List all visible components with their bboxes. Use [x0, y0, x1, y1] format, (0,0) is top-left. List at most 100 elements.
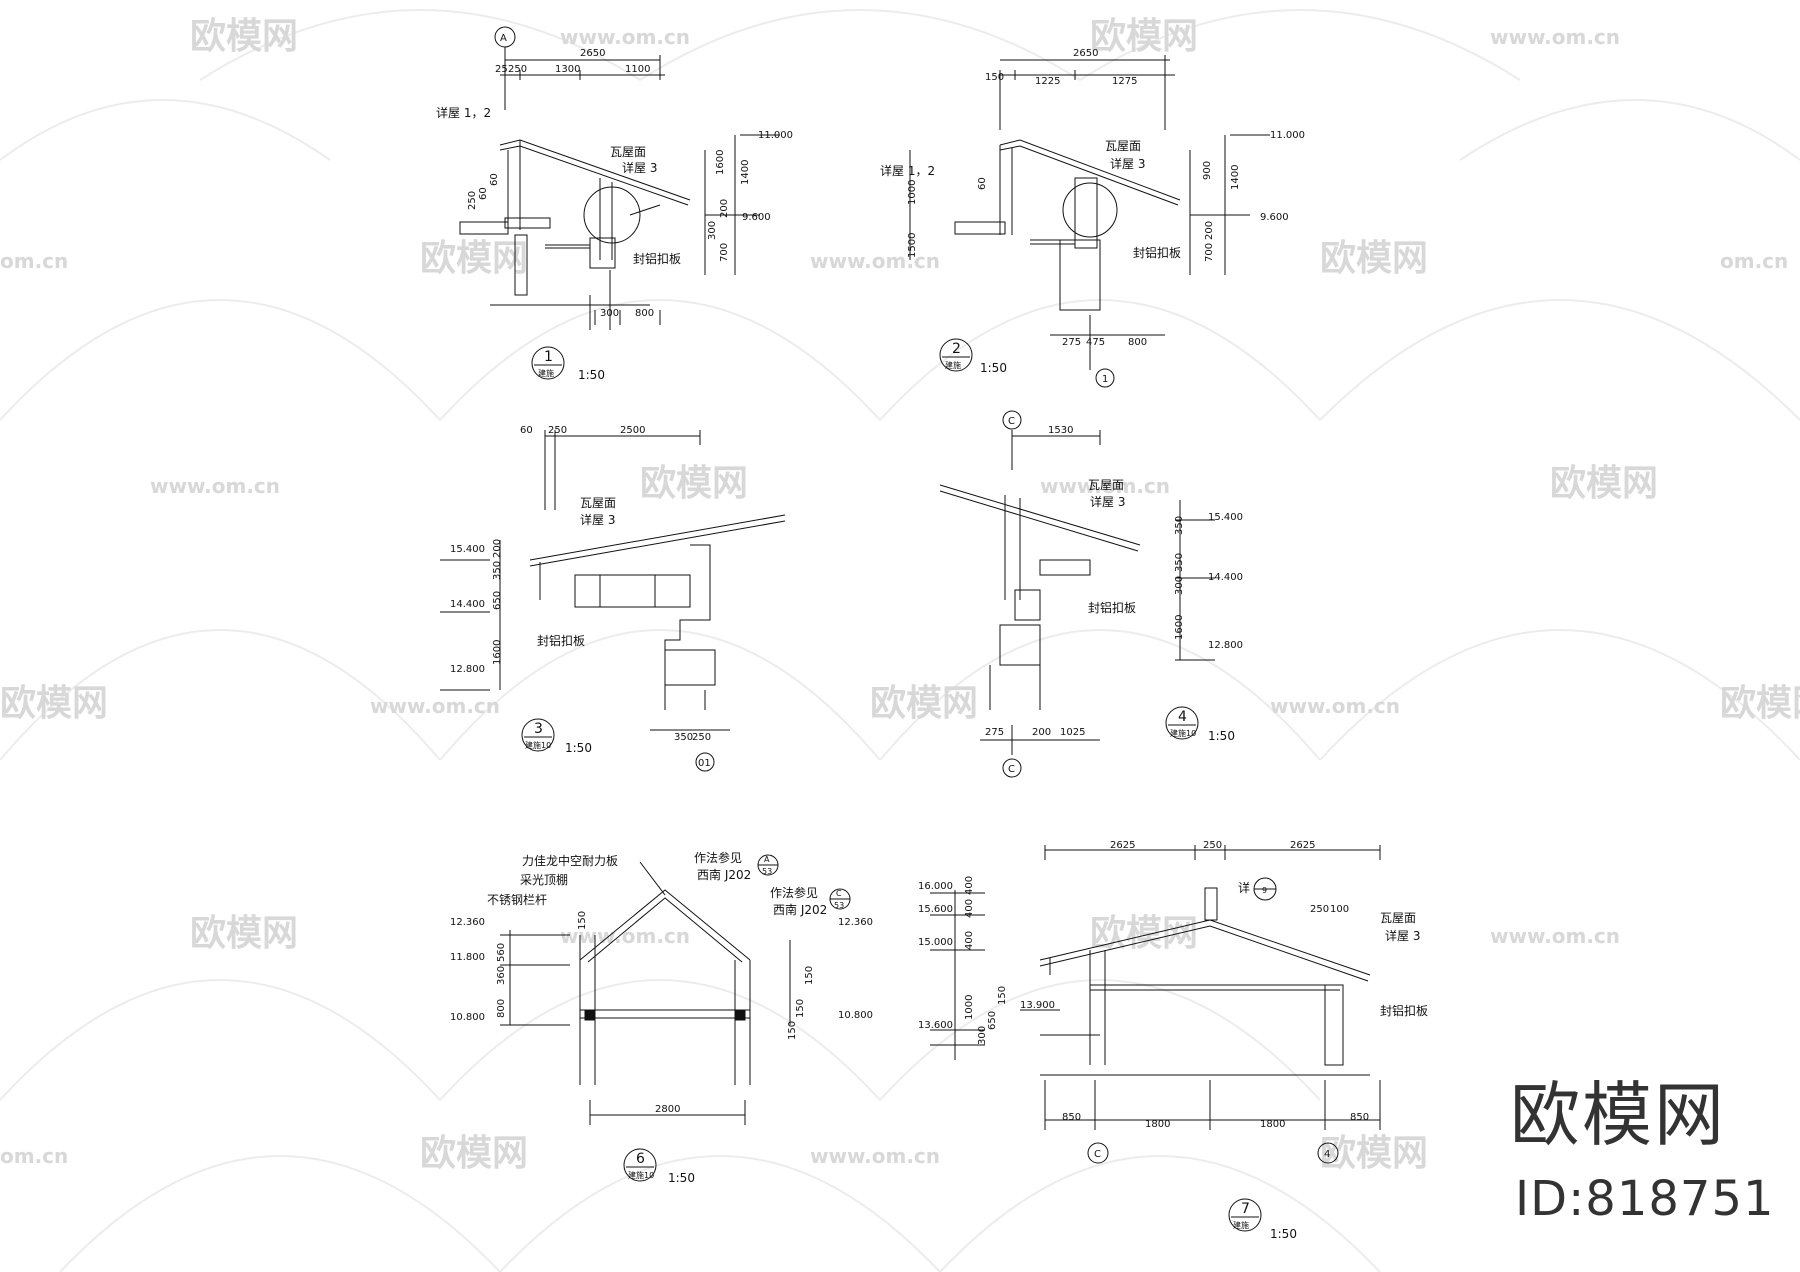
- vdim: 200: [1204, 221, 1215, 240]
- dim: 250: [1203, 840, 1222, 851]
- callout-alu-panel: 封铝扣板: [633, 251, 681, 266]
- vdim: 300: [707, 221, 718, 240]
- callout-tile-roof: 瓦屋面: [1380, 911, 1416, 925]
- level: 13.900: [1020, 1000, 1055, 1011]
- detail-6-text: 力佳龙中空耐力板 采光顶棚 不锈钢栏杆 作法参见 西南 J202 作法参见 西南…: [450, 850, 873, 1185]
- detail-1-text: A 2650 25 250 1300 1100 详屋 1，2 瓦屋面 详屋 3 …: [436, 33, 793, 382]
- callout-detail-3: 详屋 3: [1385, 928, 1420, 943]
- level: 13.600: [918, 1020, 953, 1031]
- detail-2-text: 2650 150 1225 1275 详屋 1，2 瓦屋面 详屋 3 封铝扣板 …: [880, 48, 1305, 385]
- vdim: 150: [997, 986, 1008, 1005]
- detail-scale: 1:50: [980, 361, 1007, 375]
- axis-label: 01: [698, 758, 711, 769]
- watermark-logo: 欧模网: [870, 683, 978, 724]
- detail-number: 2: [952, 341, 961, 357]
- level: 15.400: [450, 544, 485, 555]
- vdim: 150: [787, 1021, 798, 1040]
- vdim: 300: [977, 1026, 988, 1045]
- vdim: 60: [478, 187, 489, 200]
- vdim: 1400: [1230, 165, 1241, 190]
- level: 15.400: [1208, 512, 1243, 523]
- detail-number: 4: [1178, 709, 1187, 725]
- level: 12.360: [838, 917, 873, 928]
- watermark-urls: www.om.cn www.om.cn om.cn www.om.cn om.c…: [0, 25, 1788, 1168]
- ref-number: 9: [1262, 886, 1267, 895]
- detail-7-text: 2625 250 2625 250 100 详 9 瓦屋面 详屋 3 封铝扣板 …: [918, 840, 1428, 1241]
- vdim: 150: [804, 966, 815, 985]
- dim: 475: [1086, 337, 1105, 348]
- dim: 1100: [625, 64, 650, 75]
- dim: 2500: [620, 425, 645, 436]
- detail-number-circle: [531, 346, 565, 380]
- detail-scale: 1:50: [565, 741, 592, 755]
- detail-number-circle: [521, 718, 555, 752]
- axis-label: C: [1008, 764, 1015, 775]
- watermarks: 欧模网 欧模网 欧模网 欧模网 欧模网 欧模网 欧模网 欧模网 欧模网 欧模网 …: [0, 16, 1800, 1174]
- callout-tile-roof: 瓦屋面: [580, 496, 616, 510]
- vdim: 1400: [740, 160, 751, 185]
- detail-4-text: C 1530 瓦屋面 详屋 3 封铝扣板 15.400 14.400 12.80…: [985, 416, 1243, 775]
- vdim: 150: [577, 911, 588, 930]
- detail-number-circle: [623, 1148, 657, 1182]
- level: 15.600: [918, 904, 953, 915]
- vdim: 60: [977, 177, 988, 190]
- callout-pc-board: 力佳龙中空耐力板: [522, 853, 618, 868]
- dim: 800: [1128, 337, 1147, 348]
- ref-letter: A: [764, 855, 770, 864]
- watermark-logo: 欧模网: [420, 238, 528, 279]
- watermark-url: www.om.cn: [1490, 924, 1620, 948]
- detail-2: [909, 55, 1270, 388]
- detail-4: [939, 410, 1215, 778]
- callout-detail-3: 详屋 3: [1090, 494, 1125, 509]
- watermark-url: www.om.cn: [560, 924, 690, 948]
- callout-railing: 不锈钢栏杆: [487, 892, 547, 907]
- level: 16.000: [918, 881, 953, 892]
- level: 10.800: [450, 1012, 485, 1023]
- watermark-url: om.cn: [0, 249, 68, 273]
- level: 11.800: [450, 952, 485, 963]
- watermark-logo: 欧模网: [1320, 238, 1428, 279]
- axis-label: C: [1008, 416, 1015, 427]
- level: 9.600: [1260, 212, 1289, 223]
- watermark-logo: 欧模网: [190, 913, 298, 954]
- brand-id: ID:818751: [1515, 1171, 1775, 1227]
- axis-bubble: [1317, 1142, 1339, 1164]
- watermark-logo: 欧模网: [1090, 913, 1198, 954]
- watermark-logo: 欧模网: [1720, 683, 1800, 724]
- vdim: 700: [719, 243, 730, 262]
- level: 9.600: [742, 212, 771, 223]
- detail-3-text: 60 250 2500 瓦屋面 详屋 3 封铝扣板 15.400 14.400 …: [450, 425, 711, 769]
- watermark-url: www.om.cn: [1270, 694, 1400, 718]
- callout-skylight: 采光顶棚: [520, 872, 568, 887]
- vdim: 60: [489, 173, 500, 186]
- detail-number: 7: [1241, 1201, 1250, 1217]
- watermark-logo: 欧模网: [1090, 16, 1198, 57]
- detail-sheet: 建施: [538, 368, 554, 378]
- watermark-url: www.om.cn: [1040, 474, 1170, 498]
- dim: 2625: [1290, 840, 1315, 851]
- dim: 2650: [580, 48, 605, 59]
- dim: 275: [1062, 337, 1081, 348]
- vdim: 650: [987, 1011, 998, 1030]
- dim: 300: [600, 308, 619, 319]
- ref-letter: C: [836, 889, 842, 898]
- dim: 150: [985, 72, 1004, 83]
- dim: 1530: [1048, 425, 1073, 436]
- callout-detail-3: 详屋 3: [580, 512, 615, 527]
- level: 15.000: [918, 937, 953, 948]
- dim: 2625: [1110, 840, 1135, 851]
- dim: 200: [1032, 727, 1051, 738]
- callout-detail: 详: [1238, 880, 1250, 895]
- axis-bubble: [1002, 758, 1022, 778]
- ref-sheet: 53: [762, 867, 772, 876]
- level: 12.800: [1208, 640, 1243, 651]
- vdim: 400: [964, 899, 975, 918]
- dim: 1800: [1145, 1119, 1170, 1130]
- vdim: 1600: [1174, 615, 1185, 640]
- watermark-url: www.om.cn: [370, 694, 500, 718]
- level: 12.360: [450, 917, 485, 928]
- vdim: 250: [467, 191, 478, 210]
- watermark-url: www.om.cn: [810, 1144, 940, 1168]
- dim: 250: [548, 425, 567, 436]
